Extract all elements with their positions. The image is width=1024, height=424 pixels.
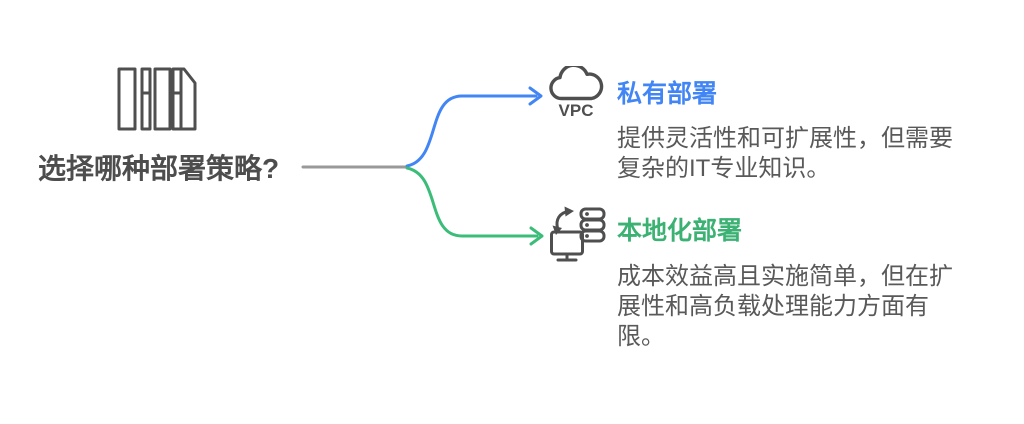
private-branch-curve (405, 94, 538, 168)
cloud-outline (549, 66, 604, 101)
vpc-cloud-icon: VPC (549, 66, 604, 118)
local-deployment-icon (550, 206, 606, 262)
monitor-icon (550, 230, 584, 262)
vpc-icon-caption: VPC (559, 101, 594, 118)
branch-description-local: 成本效益高且实施简单，但在扩 展性和高负载处理能力方面有 限。 (617, 263, 953, 350)
book-5 (179, 67, 197, 131)
branch-title-private: 私有部署 (617, 80, 718, 108)
local-branch-arrowhead (529, 226, 544, 246)
branch-title-local: 本地化部署 (617, 217, 743, 245)
local-branch-curve (405, 166, 539, 238)
sync-arrows-icon (552, 206, 574, 235)
book-1 (117, 67, 137, 131)
server-stack-icon (579, 207, 606, 243)
root-question-label: 选择哪种部署策略? (38, 153, 280, 184)
book-3 (153, 67, 172, 131)
private-branch-arrowhead (528, 86, 543, 106)
books-shelf-icon (117, 67, 197, 131)
book-2 (140, 67, 152, 131)
branch-description-private: 提供灵活性和可扩展性，但需要 复杂的IT专业知识。 (617, 125, 953, 182)
